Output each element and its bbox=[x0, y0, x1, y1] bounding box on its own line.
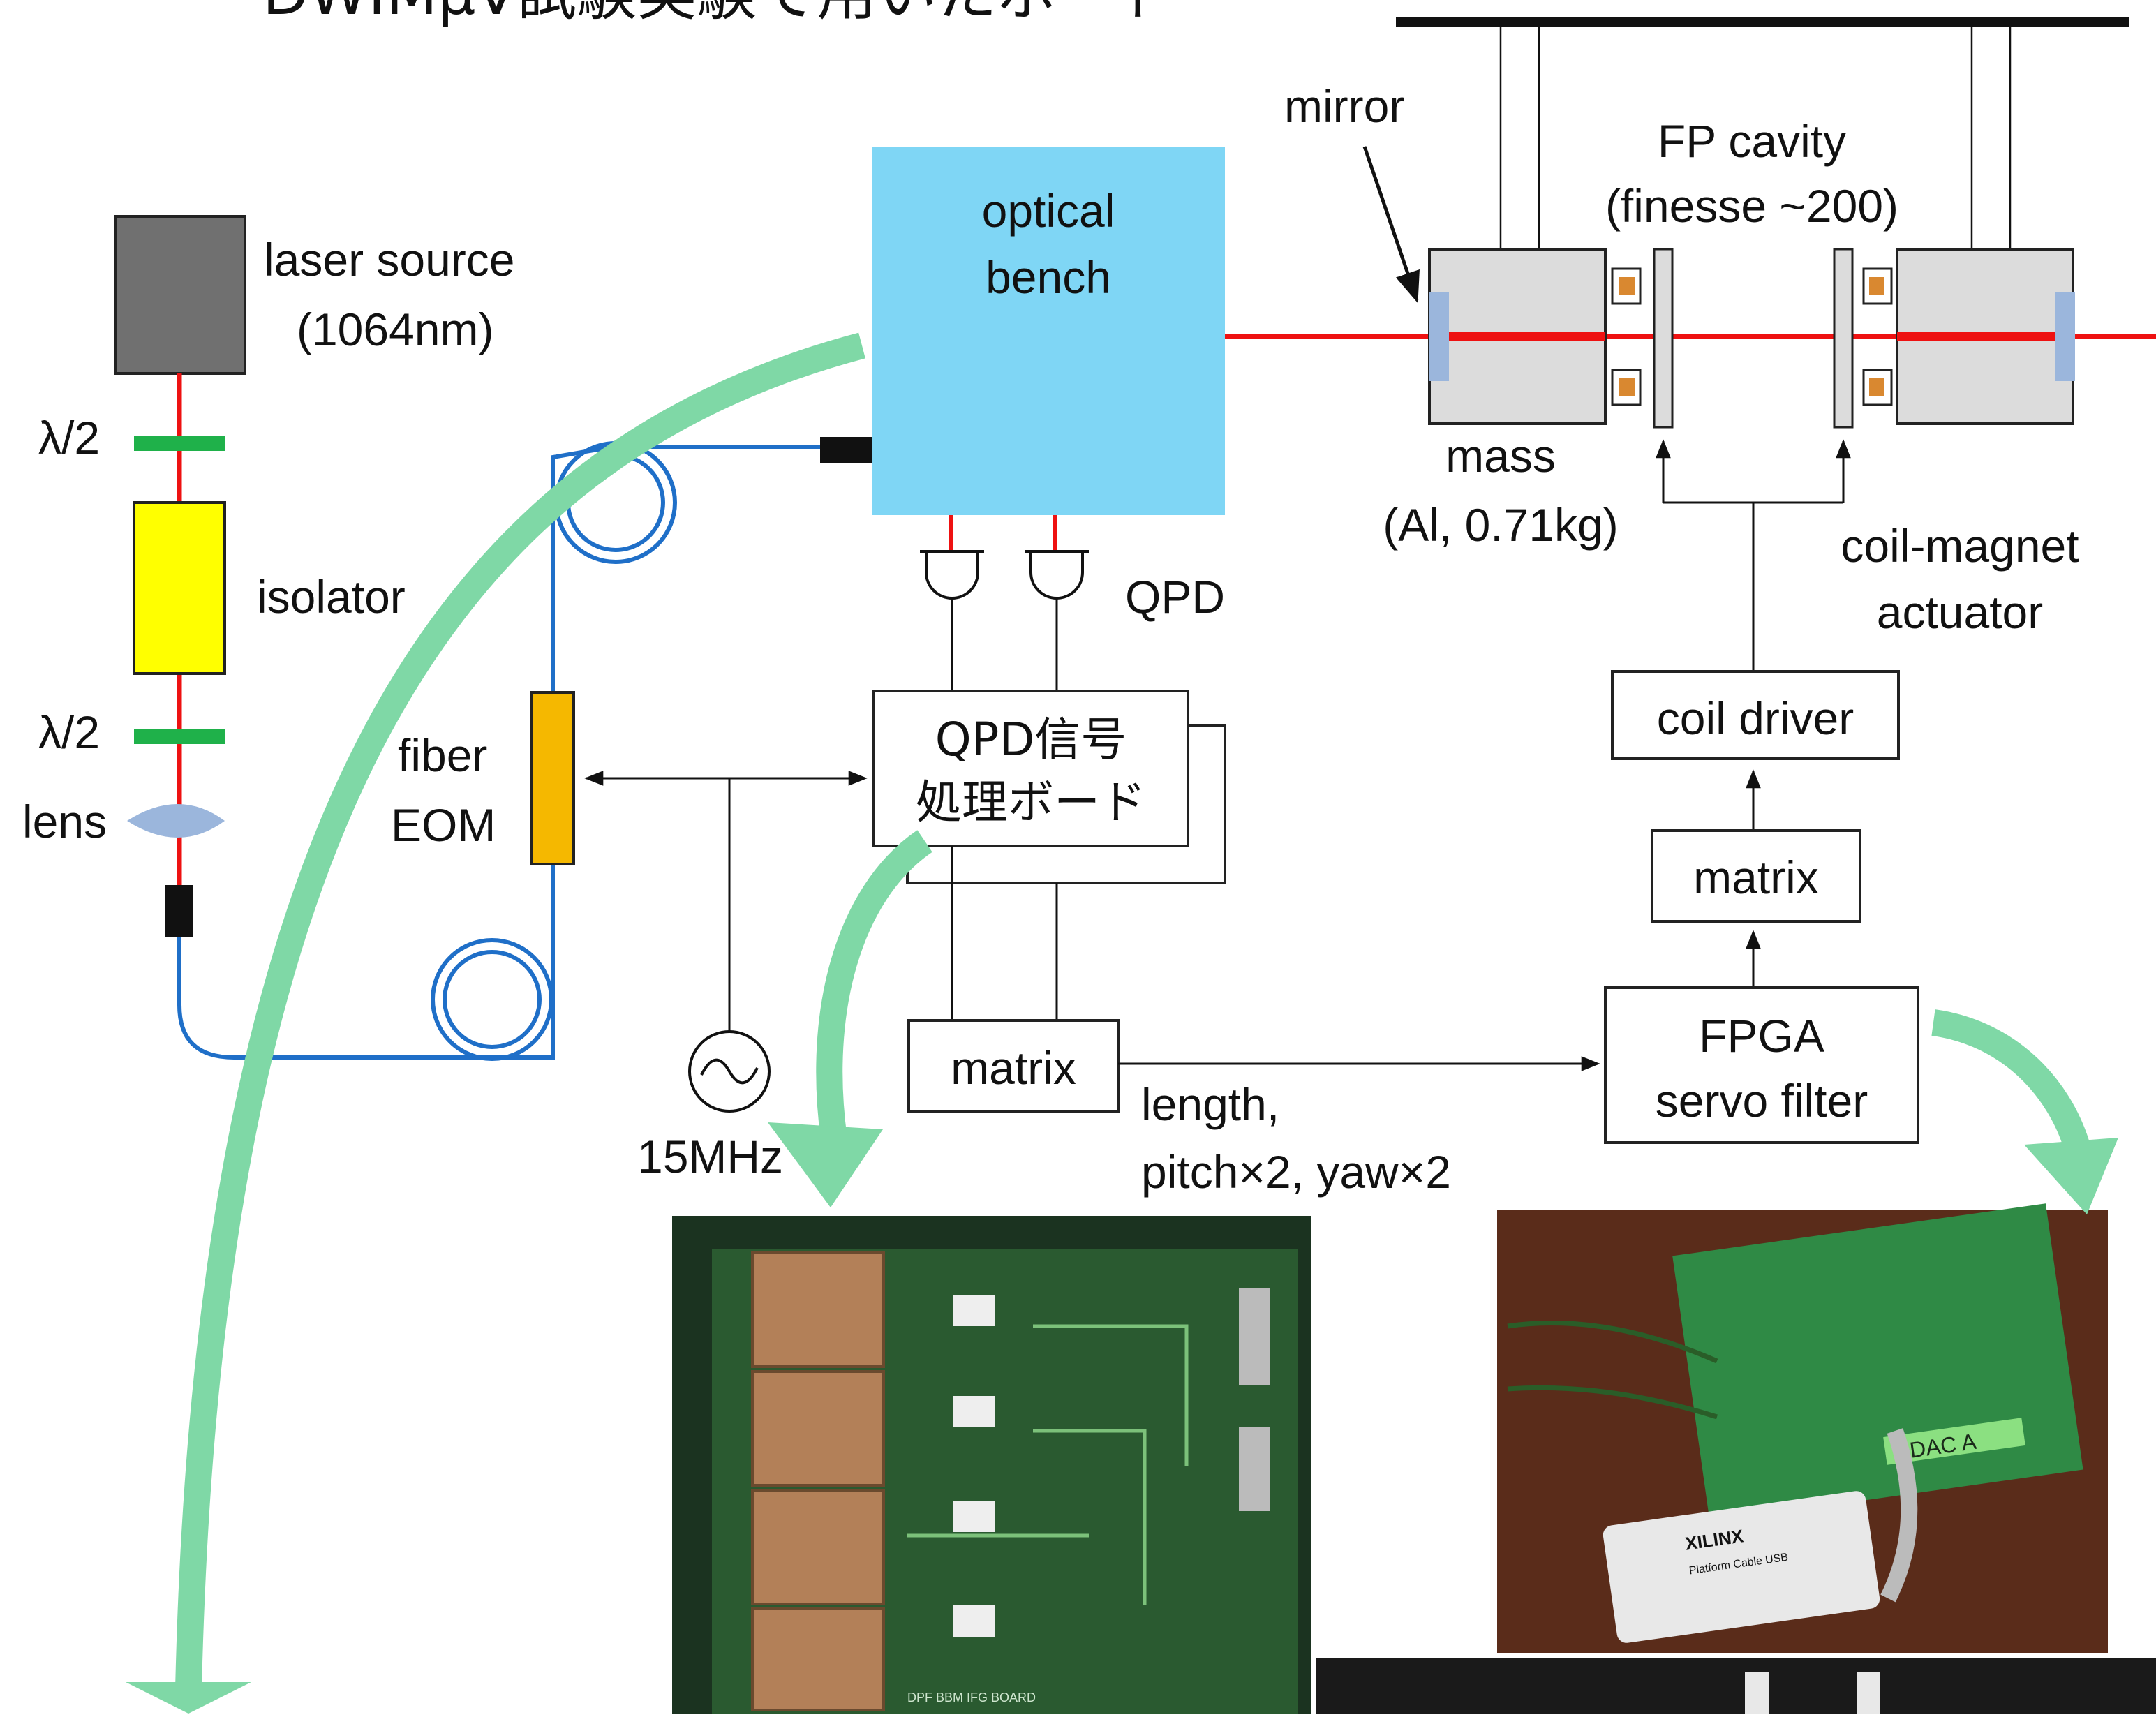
mirror-right bbox=[2055, 292, 2075, 381]
fiber-coupler-bench bbox=[820, 437, 873, 463]
mass-label-1: mass bbox=[1445, 430, 1556, 482]
actuator-label-1: coil-magnet bbox=[1841, 520, 2079, 572]
bench-to-photo-arrow bbox=[175, 332, 865, 1690]
fp-cavity-label-1: FP cavity bbox=[1658, 115, 1846, 167]
flow-arrowheads bbox=[126, 1122, 2118, 1714]
coil-magnet-actuators bbox=[1611, 248, 1893, 429]
sine-wave-icon bbox=[700, 1058, 759, 1085]
laser-source-label: laser source bbox=[264, 234, 515, 285]
eom-label: EOM bbox=[391, 799, 496, 851]
oscillator-frequency-label: 15MHz bbox=[637, 1131, 783, 1182]
laser-source-box bbox=[114, 215, 246, 375]
mass-label-2: (Al, 0.71kg) bbox=[1383, 499, 1618, 551]
actuator-label-2: actuator bbox=[1877, 586, 2043, 638]
half-wave-plate-top-label: λ/2 bbox=[38, 412, 100, 463]
flow-arrows bbox=[175, 332, 2090, 1690]
cavity-photo bbox=[1316, 1658, 2156, 1714]
actuator-drive-lines bbox=[1656, 439, 1851, 671]
qpd-board-label-1: QPD信号 bbox=[935, 713, 1127, 766]
lens-shape bbox=[127, 804, 225, 838]
fpga-label-2: servo filter bbox=[1656, 1075, 1868, 1127]
qpd-board-label-2: 処理ボード bbox=[916, 775, 1146, 829]
lens-label: lens bbox=[22, 796, 107, 847]
half-wave-plate-bottom bbox=[134, 729, 225, 744]
half-wave-plate-top bbox=[134, 436, 225, 451]
isolator-label: isolator bbox=[257, 571, 406, 623]
fpga-arrowhead bbox=[2024, 1138, 2118, 1214]
laser-wavelength-label: (1064nm) bbox=[297, 304, 493, 355]
board-arrowhead bbox=[768, 1122, 883, 1207]
mirror-label: mirror bbox=[1284, 80, 1404, 132]
mirror-left bbox=[1429, 292, 1449, 381]
fiber-coupler-left bbox=[165, 885, 193, 937]
optical-bench-label-2: bench bbox=[986, 251, 1111, 303]
half-wave-plate-bottom-label: λ/2 bbox=[38, 706, 100, 758]
fpga-label-1: FPGA bbox=[1699, 1010, 1824, 1062]
fpga-to-photo-arrow bbox=[1931, 1009, 2090, 1149]
fpga-board-photo: DAC A XILINX Platform Cable USB bbox=[1497, 1203, 2108, 1653]
optical-bench-label-1: optical bbox=[982, 185, 1115, 237]
qpd-label: QPD bbox=[1125, 571, 1225, 623]
coil-driver-box bbox=[1611, 670, 1900, 760]
matrix-left-label: matrix bbox=[951, 1042, 1076, 1094]
signals-label-2: pitch×2, yaw×2 bbox=[1141, 1146, 1451, 1198]
board-to-photo-arrow bbox=[816, 830, 932, 1141]
signals-label-1: length, bbox=[1141, 1078, 1279, 1130]
fiber-label: fiber bbox=[398, 729, 487, 781]
fp-cavity-label-2: (finesse ~200) bbox=[1605, 180, 1898, 232]
coil-driver-label: coil driver bbox=[1657, 692, 1854, 744]
qpd-detectors bbox=[920, 515, 1089, 691]
suspension-frame bbox=[1396, 17, 2129, 335]
fiber-eom-box bbox=[530, 691, 575, 865]
matrix-right-box bbox=[1651, 829, 1861, 923]
title-fragment: ・DWIMμV試験実験で用いたボード bbox=[202, 0, 1177, 29]
matrix-right-label: matrix bbox=[1693, 852, 1819, 903]
board-matrix-wires bbox=[951, 846, 1058, 1020]
fpga-box bbox=[1604, 986, 1919, 1144]
isolator-box bbox=[133, 501, 226, 675]
qpd-board-box bbox=[872, 690, 1189, 847]
qpd-board-photo: DPF BBM IFG BOARD bbox=[672, 1216, 1311, 1714]
matrix-left-box bbox=[907, 1019, 1120, 1113]
bench-arrowhead bbox=[126, 1682, 251, 1714]
mirror-pointer-arrow bbox=[1362, 146, 1420, 304]
optical-bench-box bbox=[872, 147, 1225, 515]
qpd-board-photo-print: DPF BBM IFG BOARD bbox=[907, 1690, 1036, 1704]
